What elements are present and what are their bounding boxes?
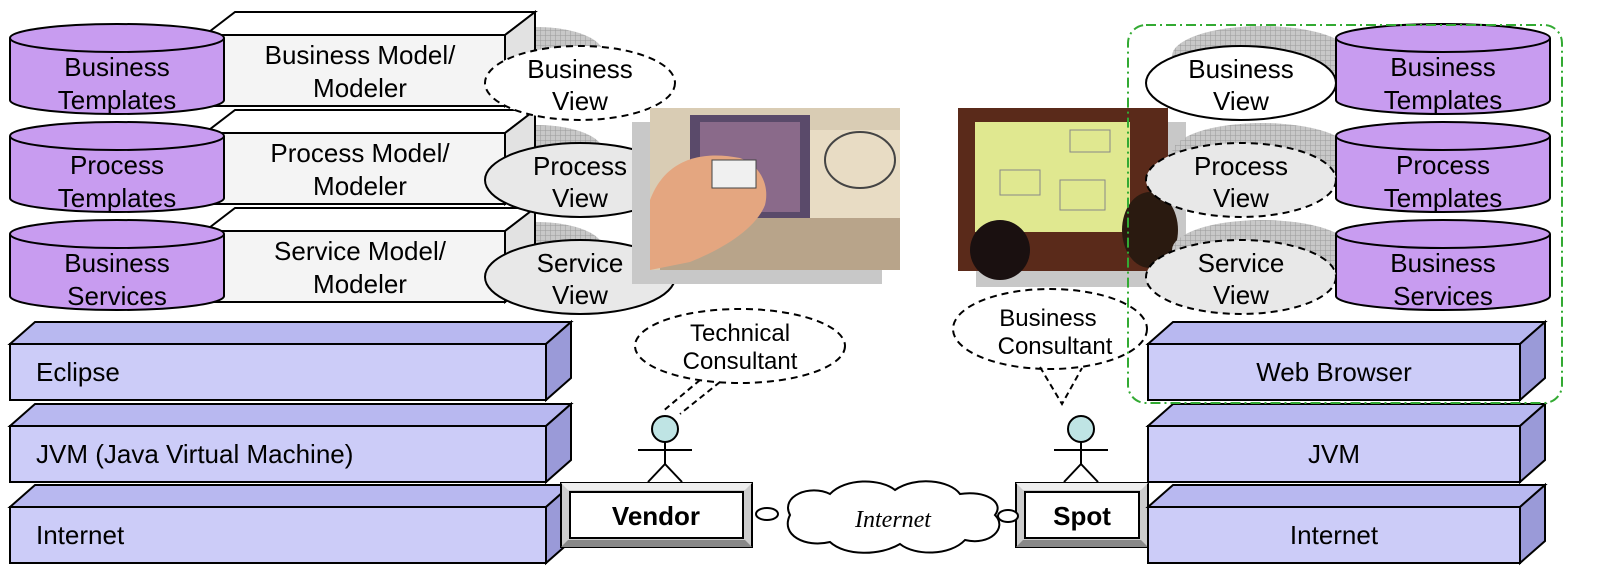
internet-cloud-icon: Internet [755, 480, 1019, 554]
cylinder-label-line2: Templates [1384, 85, 1503, 115]
spot-node: Spot [1015, 482, 1149, 548]
cylinder-label-line2: Templates [58, 183, 177, 213]
business-consultant-callout: Business Consultant [952, 288, 1148, 407]
cylinder-label-line1: Business [64, 52, 170, 82]
layer-label: Internet [1290, 520, 1379, 550]
view-process: Process View [484, 142, 676, 218]
layer-jvm-right: JVM [1145, 401, 1548, 485]
model-box-process: Process Model/ Modeler [202, 107, 538, 207]
callout-line1: Technical [690, 320, 790, 347]
view-label-line1: Service [537, 248, 624, 278]
layer-eclipse: Eclipse [7, 319, 574, 403]
layer-internet-right: Internet [1145, 482, 1548, 566]
view-label-line2: View [1213, 183, 1269, 213]
client-group-outline [1127, 24, 1563, 404]
cylinder-label-line1: Business [1390, 52, 1496, 82]
layer-jvm: JVM (Java Virtual Machine) [7, 401, 574, 485]
view-label-line2: View [552, 183, 608, 213]
view-label-line2: View [1213, 280, 1269, 310]
cylinder-label-line1: Business [64, 248, 170, 278]
cylinder-label-line2: Templates [58, 85, 177, 115]
internet-cloud-label: Internet [854, 507, 932, 533]
view-process-right: Process View [1145, 142, 1337, 218]
cylinder-business-templates: Business Templates [9, 23, 225, 115]
callout-line2: Consultant [998, 333, 1113, 360]
photo-hand-with-device [632, 108, 900, 284]
view-service-right: Service View [1145, 239, 1337, 315]
callout-line2: Consultant [683, 348, 798, 375]
layer-label: JVM (Java Virtual Machine) [36, 439, 353, 469]
cylinder-process-templates: Process Templates [9, 121, 225, 213]
view-business: Business View [484, 45, 676, 121]
cylinder-business-services: Business Services [9, 219, 225, 311]
model-label-line1: Service Model/ [274, 236, 447, 266]
cylinder-label-line2: Templates [1384, 183, 1503, 213]
layer-label: Eclipse [36, 357, 120, 387]
callout-line1: Business [999, 305, 1096, 332]
view-label-line1: Business [1188, 54, 1294, 84]
model-box-business: Business Model/ Modeler [202, 9, 538, 109]
spot-label: Spot [1053, 501, 1111, 531]
model-label-line1: Process Model/ [270, 138, 450, 168]
layer-label: Web Browser [1256, 357, 1412, 387]
model-label-line2: Modeler [313, 171, 407, 201]
cylinder-process-templates-right: Process Templates [1335, 121, 1551, 213]
cylinder-label-line1: Process [1396, 150, 1490, 180]
layer-internet: Internet [7, 482, 574, 566]
vendor-node: Vendor [560, 482, 753, 548]
view-label-line1: Process [533, 151, 627, 181]
view-service: Service View [484, 239, 676, 315]
view-business-right: Business View [1145, 45, 1337, 121]
layer-label: Internet [36, 520, 125, 550]
cylinder-label-line2: Services [1393, 281, 1493, 311]
view-label-line2: View [552, 86, 608, 116]
layer-label: JVM [1308, 439, 1360, 469]
view-label-line1: Service [1198, 248, 1285, 278]
view-label-line2: View [1213, 86, 1269, 116]
model-label-line1: Business Model/ [265, 40, 457, 70]
view-label-line1: Business [527, 54, 633, 84]
view-label-line1: Process [1194, 151, 1288, 181]
cylinder-label-line1: Business [1390, 248, 1496, 278]
technical-consultant-callout: Technical Consultant [634, 308, 846, 415]
cylinder-label-line2: Services [67, 281, 167, 311]
model-label-line2: Modeler [313, 73, 407, 103]
cylinder-label-line1: Process [70, 150, 164, 180]
view-label-line2: View [552, 280, 608, 310]
model-box-service: Service Model/ Modeler [202, 205, 538, 305]
spot-actor-icon [1054, 415, 1108, 483]
cylinder-business-templates-right: Business Templates [1335, 23, 1551, 115]
cylinder-business-services-right: Business Services [1335, 219, 1551, 311]
layer-web-browser: Web Browser [1145, 319, 1548, 403]
model-label-line2: Modeler [313, 269, 407, 299]
photo-projector-presentation [958, 108, 1186, 287]
vendor-label: Vendor [612, 501, 700, 531]
vendor-actor-icon [638, 415, 692, 483]
